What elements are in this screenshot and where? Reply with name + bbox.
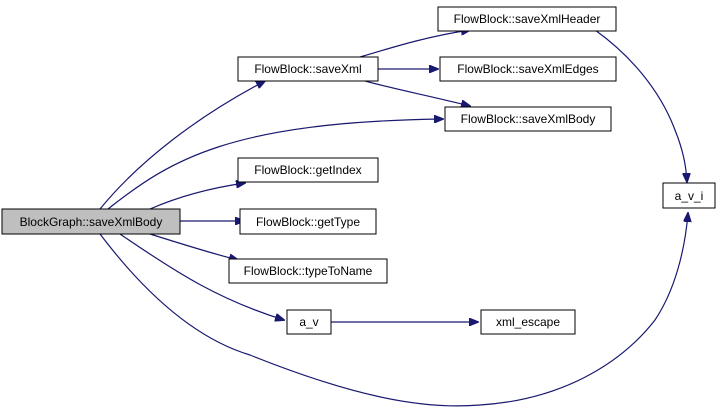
edge-root-typeToName (149, 233, 238, 260)
node-a_v-box (286, 309, 332, 335)
edges (99, 29, 688, 407)
node-saveXmlHeader[interactable]: FlowBlock::saveXmlHeader (437, 6, 617, 32)
node-xml_escape-label: xml_escape (496, 315, 560, 329)
node-saveXmlEdges-box (439, 56, 617, 82)
edge-saveXml-saveXmlBody (364, 80, 470, 106)
node-getType[interactable]: FlowBlock::getType (239, 208, 377, 235)
node-saveXmlBody-label: FlowBlock::saveXmlBody (461, 112, 596, 126)
edge-root-saveXmlBody (107, 119, 443, 210)
node-typeToName[interactable]: FlowBlock::typeToName (228, 258, 388, 284)
node-saveXmlEdges-label: FlowBlock::saveXmlEdges (457, 62, 598, 76)
node-root-box (1, 208, 181, 235)
nodes: BlockGraph::saveXmlBody FlowBlock::saveX… (1, 6, 716, 335)
edge-saveXml-saveXmlHeader (359, 30, 470, 58)
node-a_v_i-box (662, 182, 716, 209)
edge-root-a_v (119, 233, 284, 320)
node-getIndex-label: FlowBlock::getIndex (254, 163, 361, 177)
node-typeToName-box (228, 258, 388, 284)
node-saveXmlBody[interactable]: FlowBlock::saveXmlBody (444, 106, 612, 132)
node-saveXml-box (237, 56, 379, 82)
node-saveXmlBody-box (444, 106, 612, 132)
edge-root-saveXml (99, 81, 265, 210)
node-getType-box (239, 208, 377, 235)
node-getIndex-box (237, 157, 379, 183)
node-getType-label: FlowBlock::getType (256, 215, 360, 229)
node-saveXmlEdges[interactable]: FlowBlock::saveXmlEdges (439, 56, 617, 82)
node-xml_escape[interactable]: xml_escape (480, 309, 576, 335)
node-saveXmlHeader-box (437, 6, 617, 32)
node-root-label: BlockGraph::saveXmlBody (20, 215, 163, 229)
node-a_v-label: a_v (299, 315, 318, 329)
node-saveXml[interactable]: FlowBlock::saveXml (237, 56, 379, 82)
node-saveXmlHeader-label: FlowBlock::saveXmlHeader (454, 12, 601, 26)
node-a_v_i-label: a_v_i (675, 189, 704, 203)
node-saveXml-label: FlowBlock::saveXml (254, 62, 361, 76)
edge-root-a_v_i (99, 213, 688, 407)
node-root[interactable]: BlockGraph::saveXmlBody (1, 208, 181, 235)
edge-root-getIndex (149, 183, 245, 210)
node-xml_escape-box (480, 309, 576, 335)
node-getIndex[interactable]: FlowBlock::getIndex (237, 157, 379, 183)
node-a_v[interactable]: a_v (286, 309, 332, 335)
edge-saveXmlHeader-a_v_i (594, 29, 687, 182)
node-typeToName-label: FlowBlock::typeToName (244, 264, 373, 278)
node-a_v_i[interactable]: a_v_i (662, 182, 716, 209)
